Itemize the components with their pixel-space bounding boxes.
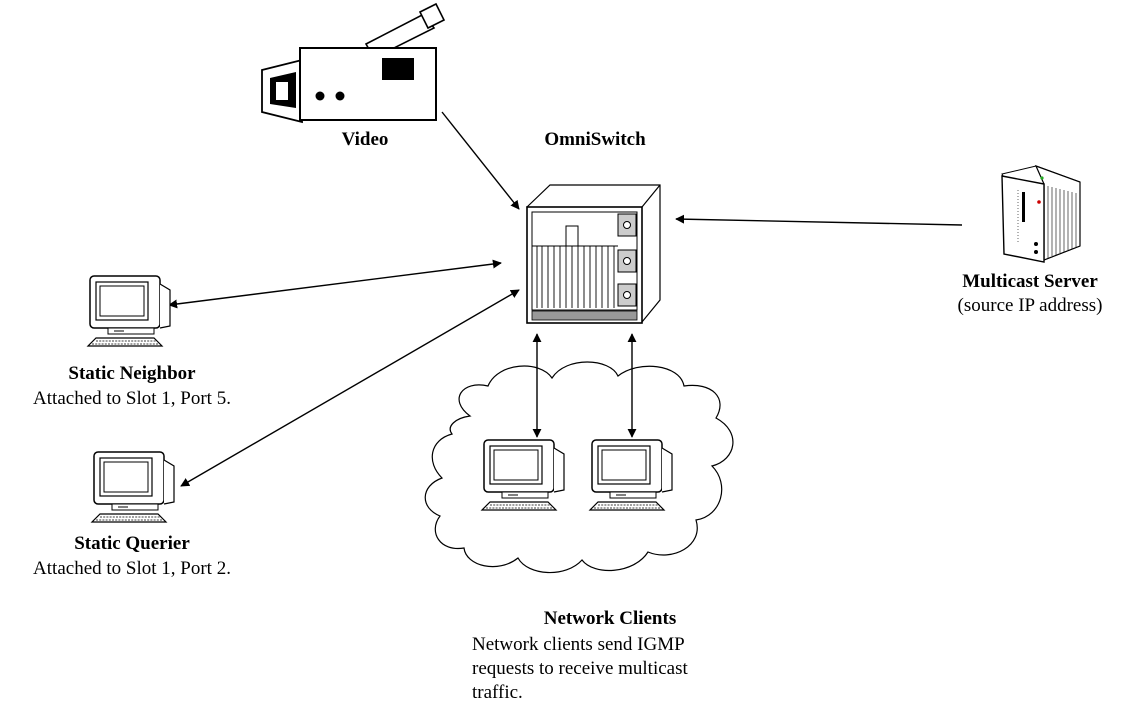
video-label: Video <box>341 129 389 150</box>
omniswitch-chassis-icon <box>526 184 661 324</box>
static-querier-sublabel: Attached to Slot 1, Port 2. <box>33 558 231 579</box>
network-clients-desc-line-2: requests to receive multicast <box>472 658 688 679</box>
neighbor-switch-arrow <box>168 259 502 309</box>
omniswitch-label: OmniSwitch <box>544 129 646 150</box>
network-clients-label: Network Clients <box>543 608 677 629</box>
video-to-switch-arrow <box>441 111 520 210</box>
workstation-icon <box>91 451 175 523</box>
multicast-server-label: Multicast Server <box>962 271 1098 292</box>
network-clients-desc-line-3: traffic. <box>472 682 523 703</box>
server-tower-icon <box>1001 164 1081 263</box>
static-neighbor-sublabel: Attached to Slot 1, Port 5. <box>33 388 231 409</box>
server-to-switch-arrow <box>675 214 963 226</box>
video-camera-icon <box>261 2 446 124</box>
static-neighbor-label: Static Neighbor <box>68 363 196 384</box>
network-clients-desc-line-1: Network clients send IGMP <box>472 634 685 655</box>
multicast-server-sublabel: (source IP address) <box>957 295 1103 316</box>
workstation-icon <box>87 275 171 347</box>
querier-switch-arrow <box>180 289 520 487</box>
static-querier-label: Static Querier <box>74 533 190 554</box>
network-cloud-icon <box>424 361 734 574</box>
